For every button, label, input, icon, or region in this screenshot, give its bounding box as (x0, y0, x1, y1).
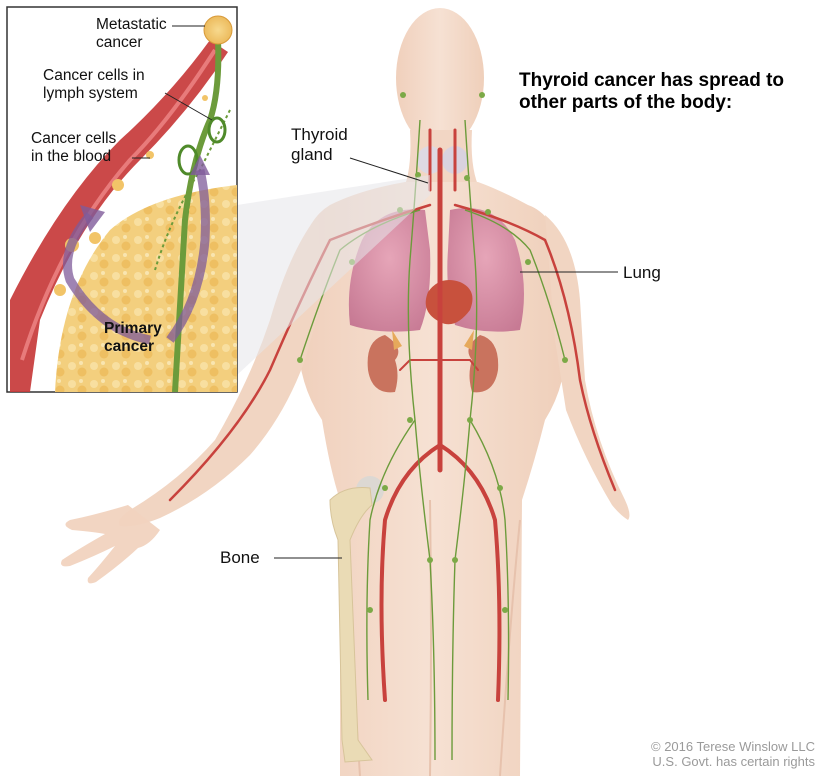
metastatic-cancer-label: Metastatic cancer (96, 16, 167, 52)
diagram-title: Thyroid cancer has spread to other parts… (519, 70, 819, 114)
primary-cancer-line2: cancer (104, 338, 162, 356)
thyroid-gland-label: Thyroid gland (291, 125, 348, 165)
blood-cells-label: Cancer cells in the blood (31, 130, 116, 166)
lymph-system-label: Cancer cells in lymph system (43, 67, 145, 103)
lymph-system-line1: Cancer cells in (43, 67, 145, 85)
rights-line: U.S. Govt. has certain rights (651, 754, 815, 769)
lung-label: Lung (623, 263, 661, 283)
bone-label: Bone (220, 548, 260, 568)
copyright-credit: © 2016 Terese Winslow LLC U.S. Govt. has… (651, 739, 815, 769)
thyroid-gland-label-line1: Thyroid (291, 125, 348, 145)
metastatic-cancer-line2: cancer (96, 34, 167, 52)
blood-cells-line1: Cancer cells (31, 130, 116, 148)
thyroid-gland-label-line2: gland (291, 145, 348, 165)
lymph-system-line2: lymph system (43, 85, 145, 103)
blood-cells-line2: in the blood (31, 148, 116, 166)
metastatic-cancer-line1: Metastatic (96, 16, 167, 34)
primary-cancer-line1: Primary (104, 320, 162, 338)
copyright-line: © 2016 Terese Winslow LLC (651, 739, 815, 754)
primary-cancer-label: Primary cancer (104, 320, 162, 356)
